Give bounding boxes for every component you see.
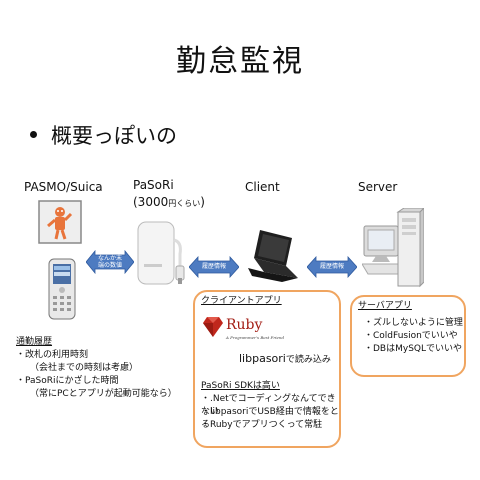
arrow-phone-pasori: なんか末 端の数値	[86, 250, 134, 274]
ruby-logo-text: Ruby	[226, 317, 263, 333]
attendance-heading: 通勤履歴	[16, 337, 53, 347]
header-client: Client	[245, 180, 280, 194]
attendance-line-1: ・改札の利用時刻	[16, 350, 89, 360]
price-unit: 円くらい	[168, 199, 201, 208]
arrow2-label: 履歴情報	[201, 263, 226, 270]
laptop-icon	[246, 228, 300, 284]
robot-card-icon	[38, 200, 82, 244]
mobile-phone-icon	[48, 258, 76, 320]
bullet-dot	[30, 130, 37, 138]
server-app-heading: サーバアプリ	[358, 301, 412, 311]
ruby-gem-icon	[203, 316, 223, 338]
server-app-box: サーバアプリ ・ズルしないように管理 ・ColdFusionでいいや ・DBはM…	[350, 295, 466, 377]
arrow3-label: 履歴情報	[319, 263, 344, 270]
libpasori-name: libpasori	[239, 352, 286, 365]
arrow1-line1: なんか末	[97, 255, 122, 262]
sdk-heading: PaSoRi SDKは高い	[201, 381, 280, 391]
header-server: Server	[358, 180, 398, 194]
price-text: (3000	[133, 195, 169, 209]
arrow-pasori-client: 履歴情報	[189, 256, 239, 278]
bullet-point: 概要っぽいの	[30, 120, 177, 150]
client-app-heading: クライアントアプリ	[201, 296, 282, 306]
bullet-text: 概要っぽいの	[51, 124, 177, 148]
libpasori-line: libpasoriで読み込み	[239, 352, 331, 365]
attendance-line-2: （会社までの時刻は考慮）	[30, 363, 139, 373]
sdk-line-1: ・.Netでコーディングなんてできない	[201, 394, 336, 417]
client-app-box: クライアントアプリ Ruby A Programmer's Best Frien…	[193, 290, 341, 448]
attendance-line-3: ・PaSoRiにかざした時間	[16, 376, 119, 386]
ruby-tagline: A Programmer's Best Friend	[226, 335, 285, 340]
sdk-line-3: ・Rubyでアプリつくって常駐	[201, 420, 323, 430]
header-pasmo: PASMO/Suica	[24, 180, 103, 194]
header-pasori: PaSoRi	[133, 178, 174, 192]
server-line-3: ・DBはMySQLでいいや	[364, 344, 463, 354]
server-line-2: ・ColdFusionでいいや	[364, 331, 458, 341]
libpasori-suffix: で読み込み	[285, 355, 331, 365]
attendance-block: 通勤履歴 ・改札の利用時刻 （会社までの時刻は考慮） ・PaSoRiにかざした時…	[16, 336, 177, 401]
price-close: )	[200, 195, 205, 209]
server-line-1: ・ズルしないように管理	[364, 318, 463, 328]
arrow1-line2: 端の数値	[97, 262, 122, 269]
server-pc-icon	[361, 206, 426, 294]
attendance-line-4: （常にPCとアプリが起動可能なら）	[30, 389, 177, 399]
arrow-client-server: 履歴情報	[307, 256, 357, 278]
sdk-line-2: ・libpasoriでUSB経由で情報をとる	[201, 407, 339, 430]
header-pasori-price: (3000円くらい)	[133, 195, 205, 209]
pasori-reader-icon	[136, 220, 186, 290]
slide-title: 勤怠監視	[176, 44, 304, 79]
